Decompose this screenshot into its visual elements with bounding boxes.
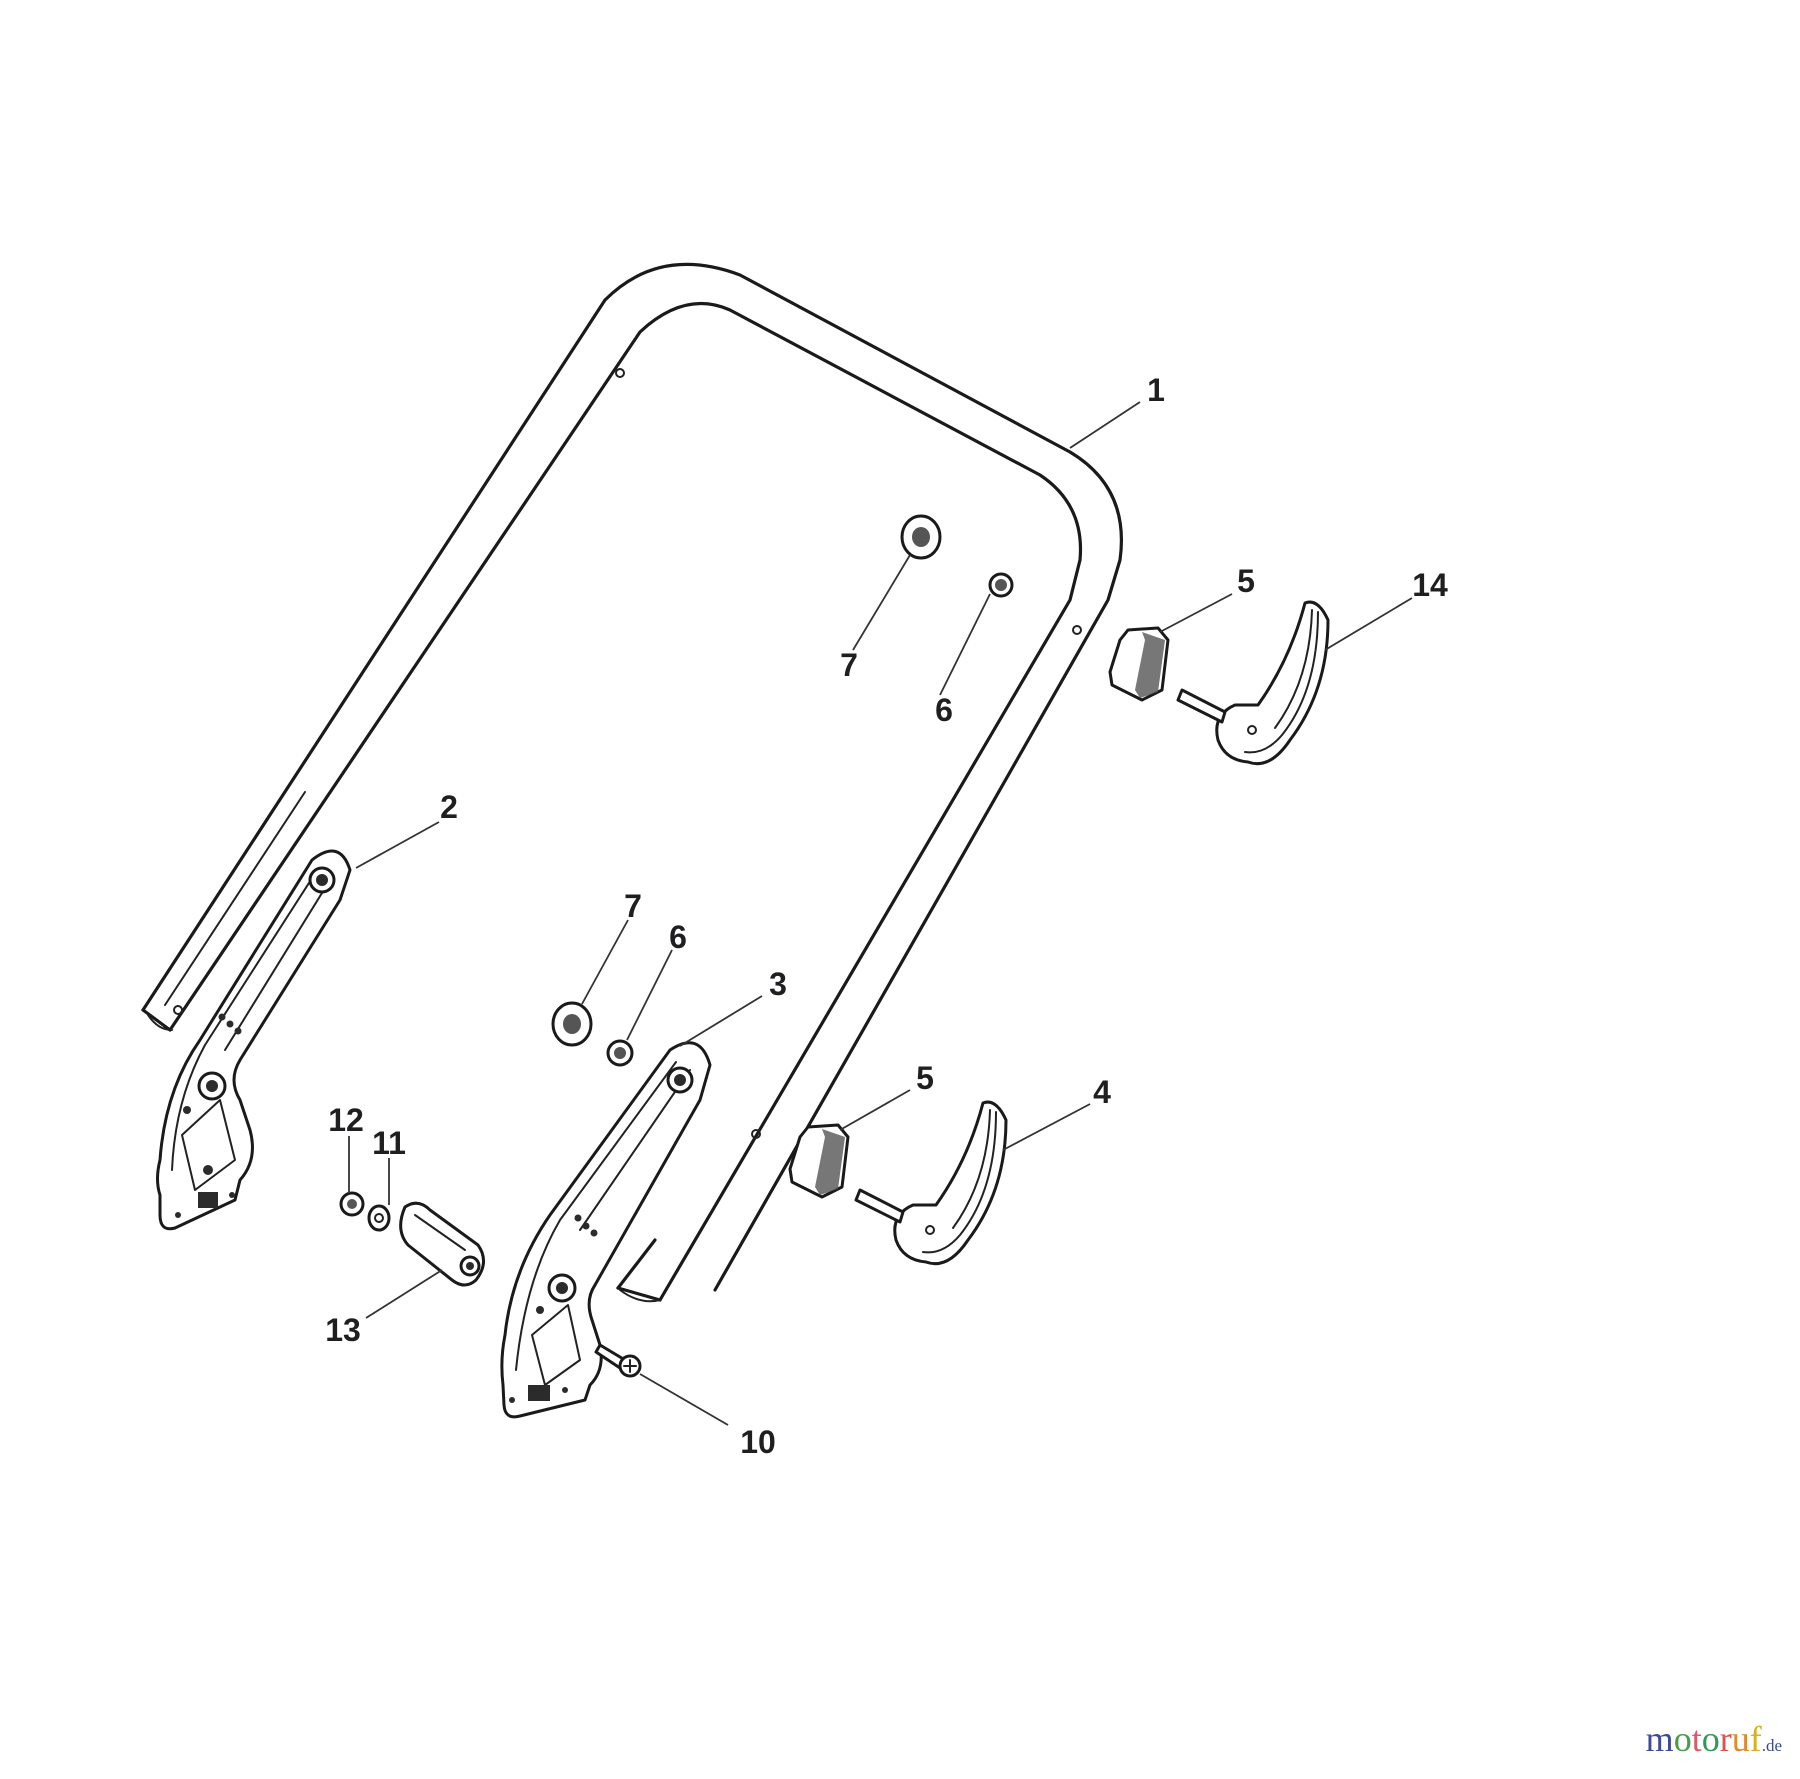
callout-10: 10: [740, 1424, 776, 1460]
part-1-upper-handle: [141, 262, 1123, 1303]
callout-13: 13: [325, 1312, 361, 1348]
part-4-lower-clamp-lever: [854, 1100, 1008, 1266]
part-10-screw: [594, 1343, 642, 1378]
part-13-height-adjuster: [399, 1201, 485, 1287]
part-6-lower-nut: [606, 1039, 634, 1067]
callout-3: 3: [769, 966, 787, 1002]
part-12-nut: [339, 1191, 365, 1217]
watermark-letter: f: [1749, 1719, 1762, 1759]
callout-6-lower: 6: [669, 919, 687, 955]
callout-11: 11: [372, 1125, 406, 1161]
leader-lines: [348, 401, 1413, 1426]
watermark-tld: .de: [1761, 1736, 1782, 1755]
callout-12: 12: [328, 1102, 364, 1138]
callout-5-upper: 5: [1237, 563, 1255, 599]
callout-1: 1: [1147, 372, 1165, 408]
watermark-letter: r: [1719, 1719, 1732, 1759]
callout-2: 2: [440, 789, 458, 825]
part-5-upper-clamp-block: [1108, 626, 1170, 702]
part-11-washer: [367, 1204, 391, 1232]
part-7-lower-lock-washer: [551, 1001, 593, 1047]
part-7-upper-lock-washer: [900, 514, 942, 560]
part-5-lower-clamp-block: [788, 1123, 850, 1199]
watermark-letter: o: [1701, 1719, 1720, 1759]
part-3-right-bracket: [500, 1041, 712, 1419]
watermark-letter: o: [1673, 1719, 1692, 1759]
part-6-upper-nut: [988, 572, 1014, 598]
part-2-left-bracket: [156, 849, 352, 1231]
callout-5-lower: 5: [916, 1060, 934, 1096]
callout-7-lower: 7: [624, 888, 642, 924]
watermark-letter: u: [1731, 1719, 1750, 1759]
watermark-letter: m: [1645, 1719, 1674, 1759]
part-14-upper-clamp-lever: [1176, 600, 1330, 766]
callout-7-upper: 7: [840, 647, 858, 683]
callout-6-upper: 6: [935, 692, 953, 728]
watermark-letter: t: [1691, 1719, 1702, 1759]
callout-4: 4: [1093, 1074, 1111, 1110]
watermark-logo: motoruf.de: [1646, 1721, 1782, 1757]
callout-14: 14: [1412, 567, 1448, 603]
